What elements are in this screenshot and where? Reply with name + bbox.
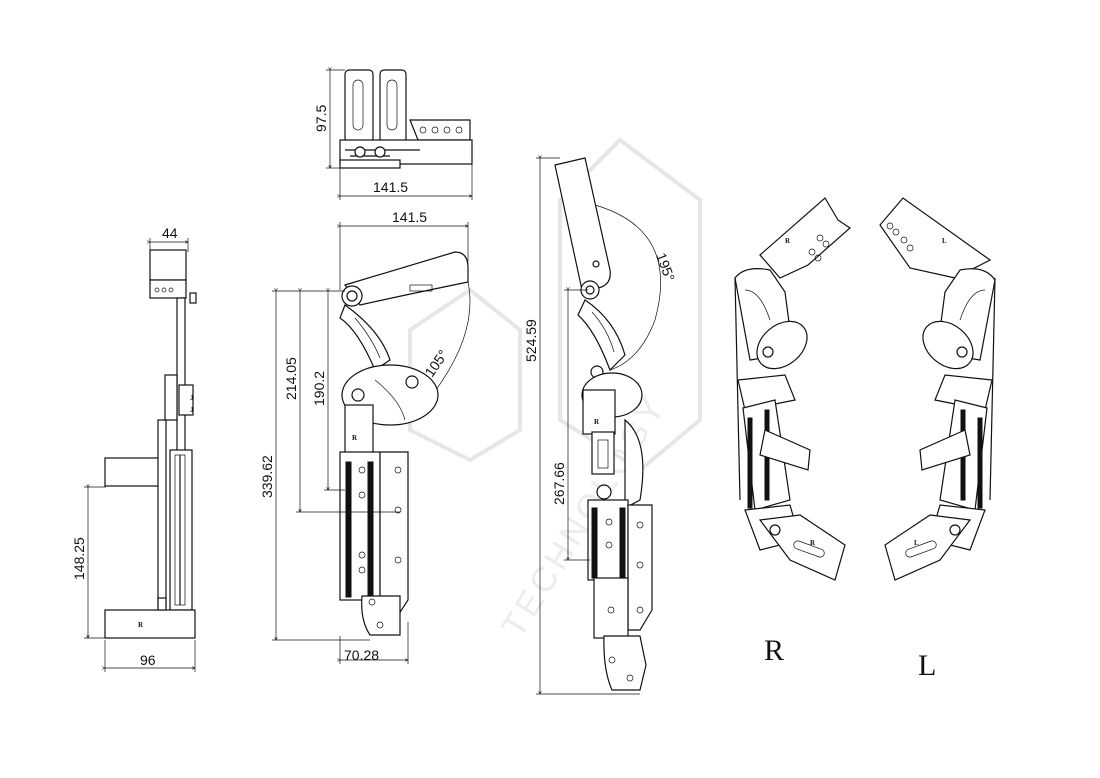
side-part-mark: R bbox=[138, 621, 144, 629]
open-view: R bbox=[536, 158, 662, 694]
dim-front-h-339: 339.62 bbox=[259, 455, 275, 498]
label-right: R bbox=[764, 634, 784, 667]
side-view: JJ R bbox=[84, 238, 197, 672]
dim-open-height: 524.59 bbox=[523, 319, 539, 362]
iso-left-bottom-mark: L bbox=[914, 539, 919, 547]
dim-front-angle: 105° bbox=[421, 347, 451, 380]
svg-text:J: J bbox=[190, 406, 194, 414]
dim-top-width: 141.5 bbox=[373, 179, 408, 195]
dim-front-h-190: 190.2 bbox=[311, 371, 327, 406]
dim-side-height-lower: 148.25 bbox=[71, 537, 87, 580]
iso-left-hinge: L L bbox=[879, 197, 996, 581]
watermark: TECHNOLOGY bbox=[408, 137, 702, 644]
iso-right-hinge: R R bbox=[734, 197, 851, 581]
iso-left-top-mark: L bbox=[942, 237, 947, 245]
dim-side-width-bottom: 96 bbox=[140, 652, 156, 668]
top-view bbox=[326, 70, 472, 200]
dim-front-h-214: 214.05 bbox=[283, 357, 299, 400]
dim-front-bottom-width: 70.28 bbox=[344, 647, 379, 663]
front-view: R bbox=[272, 222, 471, 664]
front-part-mark: R bbox=[352, 434, 358, 442]
dim-front-width: 141.5 bbox=[392, 209, 427, 225]
iso-right-top-mark: R bbox=[785, 237, 791, 245]
dim-open-lower-height: 267.66 bbox=[551, 462, 567, 505]
dim-open-angle: 195° bbox=[653, 251, 678, 284]
svg-text:J: J bbox=[190, 394, 194, 402]
iso-right-bottom-mark: R bbox=[810, 539, 816, 547]
label-left: L bbox=[918, 649, 936, 682]
open-part-mark: R bbox=[594, 418, 600, 426]
dim-top-height: 97.5 bbox=[313, 105, 329, 132]
dim-side-width-top: 44 bbox=[162, 225, 178, 241]
